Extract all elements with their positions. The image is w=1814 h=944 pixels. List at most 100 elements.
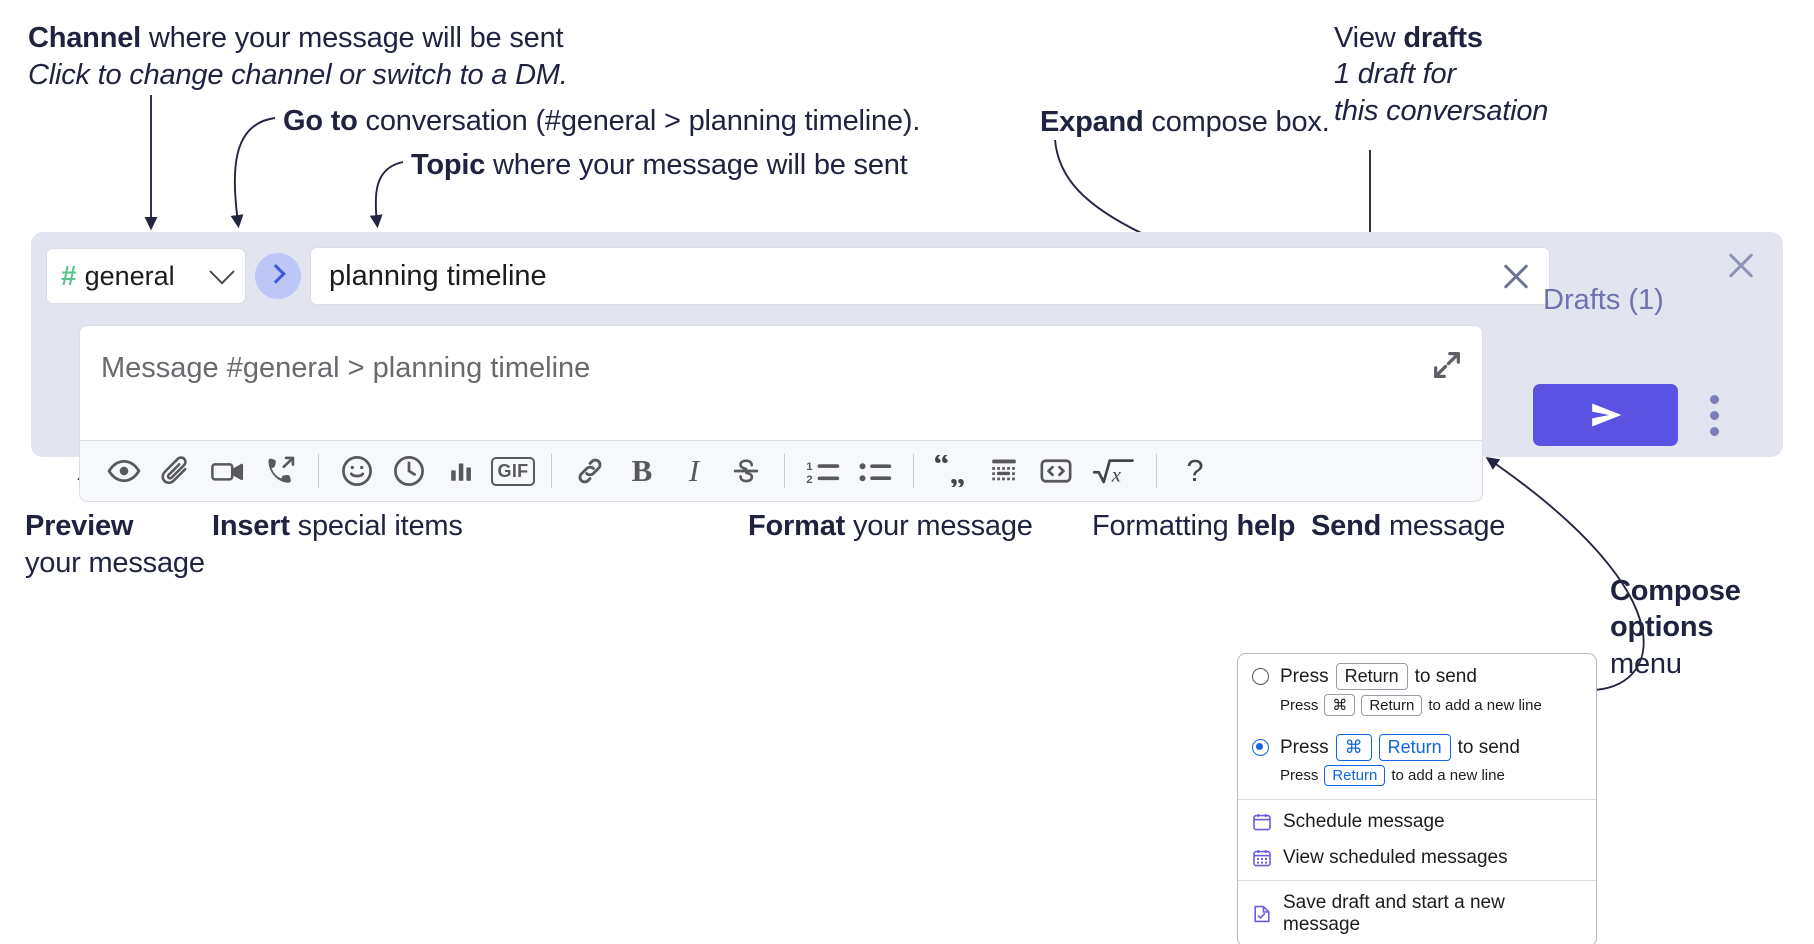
annotation-drafts-italic1: 1 draft for: [1334, 58, 1456, 91]
menu-item-save-draft[interactable]: Save draft and start a new message: [1238, 885, 1596, 944]
goto-conversation-button[interactable]: [255, 253, 301, 299]
emoji-icon[interactable]: [331, 449, 383, 493]
toolbar-separator: [784, 454, 785, 488]
annotation-goto-bold: Go to: [283, 105, 358, 137]
radio-cmd-return[interactable]: [1252, 739, 1269, 756]
annotation-drafts-bold: drafts: [1403, 22, 1483, 54]
calendar-icon: [1252, 812, 1272, 832]
gif-icon[interactable]: GIF: [487, 449, 539, 493]
send-option-cmd-return-label: Press ⌘ Return to send: [1280, 734, 1520, 761]
toolbar-separator: [551, 454, 552, 488]
option-post-text: to send: [1414, 665, 1477, 687]
annotation-preview-rest: your message: [25, 547, 205, 580]
annotation-drafts-lead: View: [1334, 22, 1404, 54]
attachment-icon[interactable]: [150, 449, 202, 493]
svg-text:2: 2: [806, 474, 812, 486]
preview-icon[interactable]: [98, 449, 150, 493]
bold-icon[interactable]: B: [616, 449, 668, 493]
annotation-help-lead: Formatting: [1092, 510, 1237, 542]
topic-value: planning timeline: [329, 259, 547, 292]
channel-name: general: [84, 260, 175, 291]
math-icon[interactable]: x: [1082, 449, 1144, 493]
bar-chart-icon[interactable]: [435, 449, 487, 493]
svg-text:„: „: [950, 455, 966, 487]
option-sub-pre: Press: [1280, 696, 1319, 714]
send-button[interactable]: [1533, 384, 1678, 446]
menu-item-label: View scheduled messages: [1283, 847, 1508, 868]
bold-glyph: B: [631, 453, 653, 488]
toolbar-separator: [318, 454, 319, 488]
menu-divider: [1238, 880, 1596, 881]
clock-icon[interactable]: [383, 449, 435, 493]
toolbar-separator: [913, 454, 914, 488]
more-vertical-dot: [1709, 394, 1719, 404]
formatting-toolbar: GIF B I: [79, 440, 1483, 502]
ordered-list-icon[interactable]: 1 2: [797, 449, 849, 493]
bulleted-list-icon[interactable]: [849, 449, 901, 493]
menu-item-view-scheduled[interactable]: View scheduled messages: [1238, 840, 1596, 876]
save-draft-icon: [1252, 904, 1272, 924]
annotation-preview-bold: Preview: [25, 510, 134, 542]
channel-selector[interactable]: # general: [46, 248, 246, 304]
gif-label: GIF: [490, 456, 536, 486]
menu-item-label: Save draft and start a new message: [1283, 892, 1505, 935]
hash-icon: #: [61, 260, 77, 291]
annotation-format-bold: Format: [748, 510, 846, 542]
annotation-compose-options: Compose options menu: [1610, 575, 1741, 680]
annotation-goto: Go to conversation (#general > planning …: [283, 105, 920, 137]
video-camera-icon[interactable]: [202, 449, 254, 493]
annotation-topic-bold: Topic: [411, 149, 486, 181]
code-icon[interactable]: [1030, 449, 1082, 493]
drafts-link[interactable]: Drafts (1): [1543, 284, 1664, 316]
option-sub-post: to add a new line: [1391, 767, 1505, 784]
key-badge-command: ⌘: [1324, 694, 1356, 716]
annotation-drafts-italic2: this conversation: [1334, 94, 1549, 127]
menu-divider: [1238, 799, 1596, 800]
annotation-compose-options-bold1: Compose: [1610, 575, 1741, 607]
option-post-text: to send: [1457, 736, 1520, 758]
annotation-insert: Insert special items: [212, 510, 463, 542]
annotation-channel-bold: Channel: [28, 22, 141, 54]
topic-input[interactable]: planning timeline: [310, 247, 1550, 305]
annotation-compose-options-rest: menu: [1610, 647, 1682, 680]
compose-header-row: # general planning timeline: [46, 247, 1550, 305]
annotation-insert-rest: special items: [289, 510, 463, 542]
phone-forward-icon[interactable]: [254, 449, 306, 493]
question-mark-glyph: ?: [1186, 453, 1204, 488]
chevron-right-icon: [265, 263, 286, 284]
strikethrough-icon[interactable]: [720, 449, 772, 493]
annotation-insert-bold: Insert: [212, 510, 290, 542]
send-paper-plane-icon: [1591, 403, 1621, 427]
option-pre-text: Press: [1280, 736, 1329, 758]
compose-options-button[interactable]: [1702, 387, 1726, 443]
send-option-return[interactable]: Press Return to send: [1238, 654, 1596, 692]
annotation-channel-italic: Click to change channel or switch to a D…: [28, 59, 568, 92]
annotation-topic: Topic where your message will be sent: [411, 149, 908, 181]
link-icon[interactable]: [564, 449, 616, 493]
italic-icon[interactable]: I: [668, 449, 720, 493]
code-block-icon[interactable]: [978, 449, 1030, 493]
annotation-preview: Preview your message: [25, 510, 205, 580]
more-vertical-dot: [1709, 410, 1719, 420]
annotation-topic-rest: where your message will be sent: [485, 149, 908, 181]
clear-topic-icon[interactable]: [1499, 259, 1533, 293]
help-icon[interactable]: ?: [1169, 449, 1221, 493]
key-badge-return: Return: [1361, 694, 1423, 716]
annotation-help-bold: help: [1236, 510, 1296, 542]
close-compose-button[interactable]: [1724, 248, 1758, 282]
menu-item-schedule-message[interactable]: Schedule message: [1238, 804, 1596, 840]
message-input-card[interactable]: Message #general > planning timeline: [79, 325, 1483, 442]
send-option-cmd-return[interactable]: Press ⌘ Return to send: [1238, 725, 1596, 763]
italic-glyph: I: [688, 453, 700, 488]
message-placeholder: Message #general > planning timeline: [101, 352, 591, 384]
option-sub-pre: Press: [1280, 767, 1319, 784]
calendar-grid-icon: [1252, 848, 1272, 868]
annotation-send: Send message: [1311, 510, 1505, 542]
radio-return[interactable]: [1252, 668, 1269, 685]
blockquote-icon[interactable]: “ „: [926, 449, 978, 493]
chevron-down-icon: [209, 259, 235, 285]
annotation-compose-options-bold2: options: [1610, 611, 1714, 644]
expand-compose-button[interactable]: [1430, 348, 1464, 382]
annotation-send-bold: Send: [1311, 510, 1382, 542]
